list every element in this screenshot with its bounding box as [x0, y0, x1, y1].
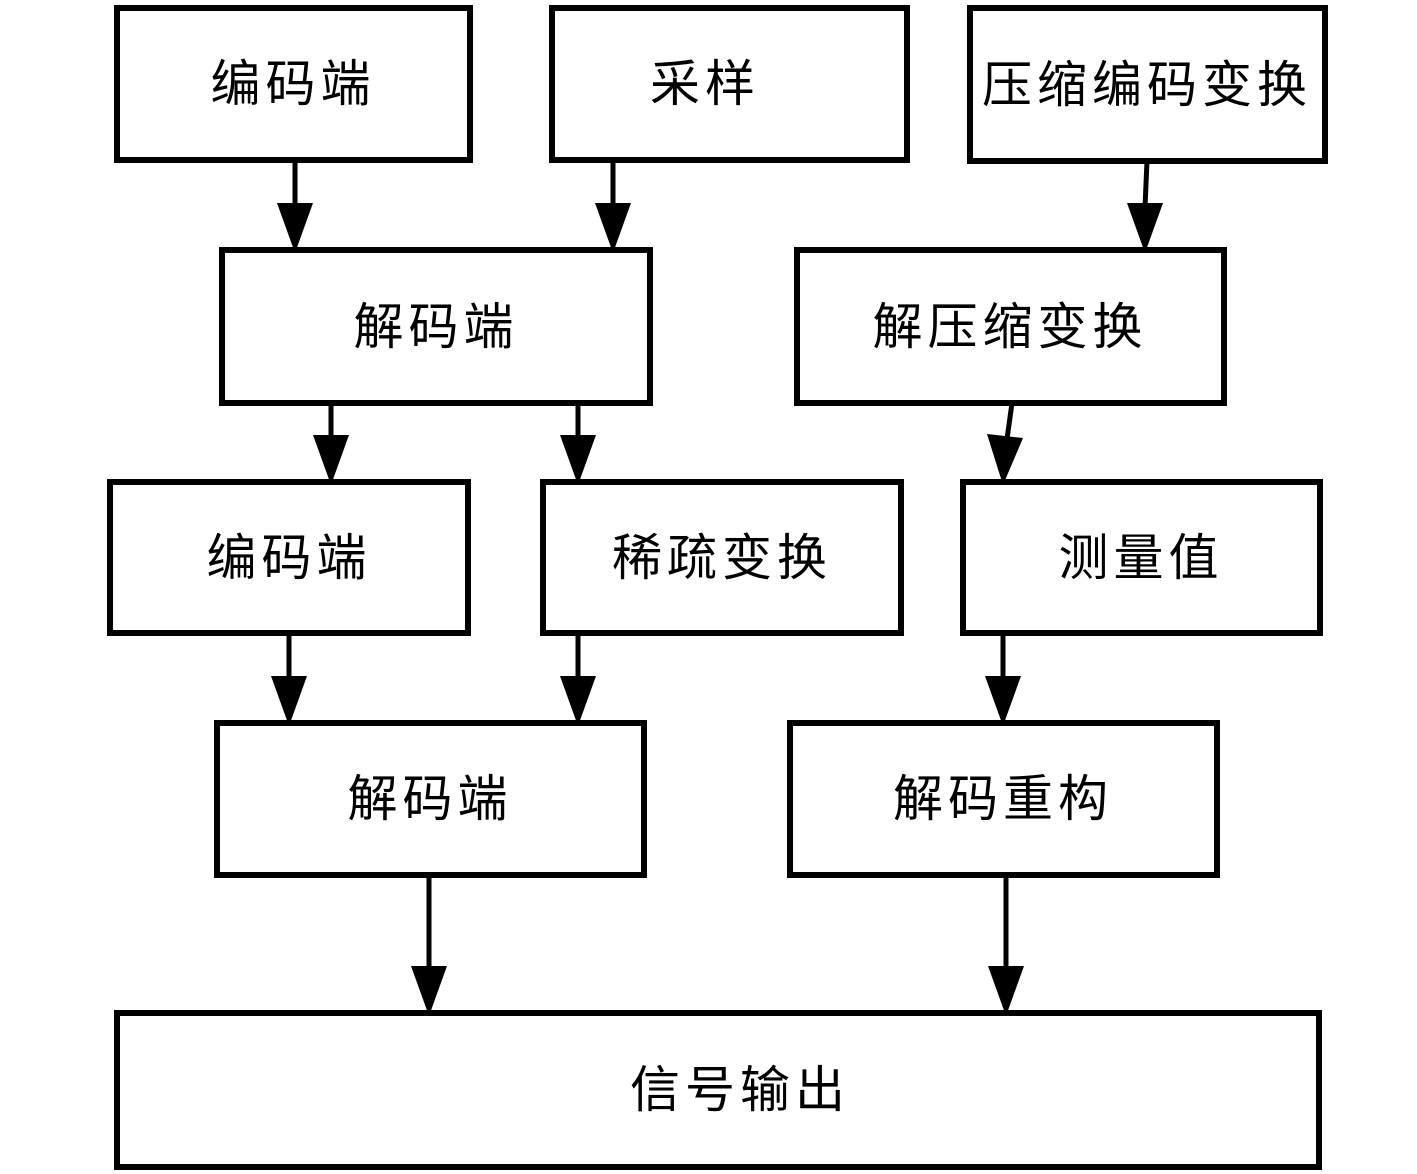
arrow-sparse-transform-to-decoder-row4 — [560, 633, 596, 726]
node-box-compress-encode-transform — [967, 5, 1328, 164]
node-compress-encode-transform: 压缩编码变换 — [967, 5, 1328, 164]
node-measurement-value: 测量值 — [960, 479, 1323, 636]
node-box-sparse-transform — [540, 479, 904, 636]
arrow-decode-reconstruct-to-signal-output — [988, 875, 1024, 1016]
arrow-compress-encode-transform-to-decompress-transform — [1127, 160, 1163, 253]
node-box-signal-output — [114, 1010, 1322, 1170]
node-label-encoder-top: 编码端 — [211, 56, 376, 112]
node-box-sampling — [549, 5, 910, 163]
node-label-encoder-row3: 编码端 — [207, 530, 372, 586]
node-label-decoder-mid: 解码端 — [354, 299, 519, 355]
arrow-measurement-value-to-decode-reconstruct — [985, 633, 1021, 726]
node-decompress-transform: 解压缩变换 — [794, 247, 1227, 406]
node-sampling: 采样 — [549, 5, 910, 163]
node-decode-reconstruct: 解码重构 — [787, 720, 1220, 878]
arrow-sampling-to-decoder-mid — [595, 160, 631, 253]
node-label-decoder-row4: 解码端 — [348, 771, 513, 827]
node-box-encoder-top — [114, 5, 473, 163]
arrow-encoder-top-to-decoder-mid — [277, 160, 313, 253]
node-box-measurement-value — [960, 479, 1323, 636]
node-encoder-top: 编码端 — [114, 5, 473, 163]
node-signal-output: 信号输出 — [114, 1010, 1322, 1170]
node-label-sampling: 采样 — [650, 56, 760, 112]
node-label-measurement-value: 测量值 — [1059, 530, 1224, 586]
node-decoder-mid: 解码端 — [219, 247, 653, 406]
node-decoder-row4: 解码端 — [214, 720, 647, 878]
arrow-encoder-row3-to-decoder-row4 — [271, 633, 307, 726]
arrow-decompress-transform-to-measurement-value — [987, 402, 1023, 485]
node-label-sparse-transform: 稀疏变换 — [612, 530, 832, 586]
node-box-decoder-mid — [219, 247, 653, 406]
node-label-decompress-transform: 解压缩变换 — [873, 299, 1148, 355]
arrow-decoder-row4-to-signal-output — [411, 875, 447, 1016]
node-sparse-transform: 稀疏变换 — [540, 479, 904, 636]
arrow-decoder-mid-to-sparse-transform — [560, 403, 596, 485]
node-box-encoder-row3 — [107, 479, 471, 636]
arrow-decoder-mid-to-encoder-row3 — [313, 403, 349, 485]
node-label-signal-output: 信号输出 — [630, 1062, 850, 1118]
node-box-decode-reconstruct — [787, 720, 1220, 878]
node-label-compress-encode-transform: 压缩编码变换 — [982, 57, 1312, 113]
node-encoder-row3: 编码端 — [107, 479, 471, 636]
node-label-decode-reconstruct: 解码重构 — [893, 771, 1113, 827]
